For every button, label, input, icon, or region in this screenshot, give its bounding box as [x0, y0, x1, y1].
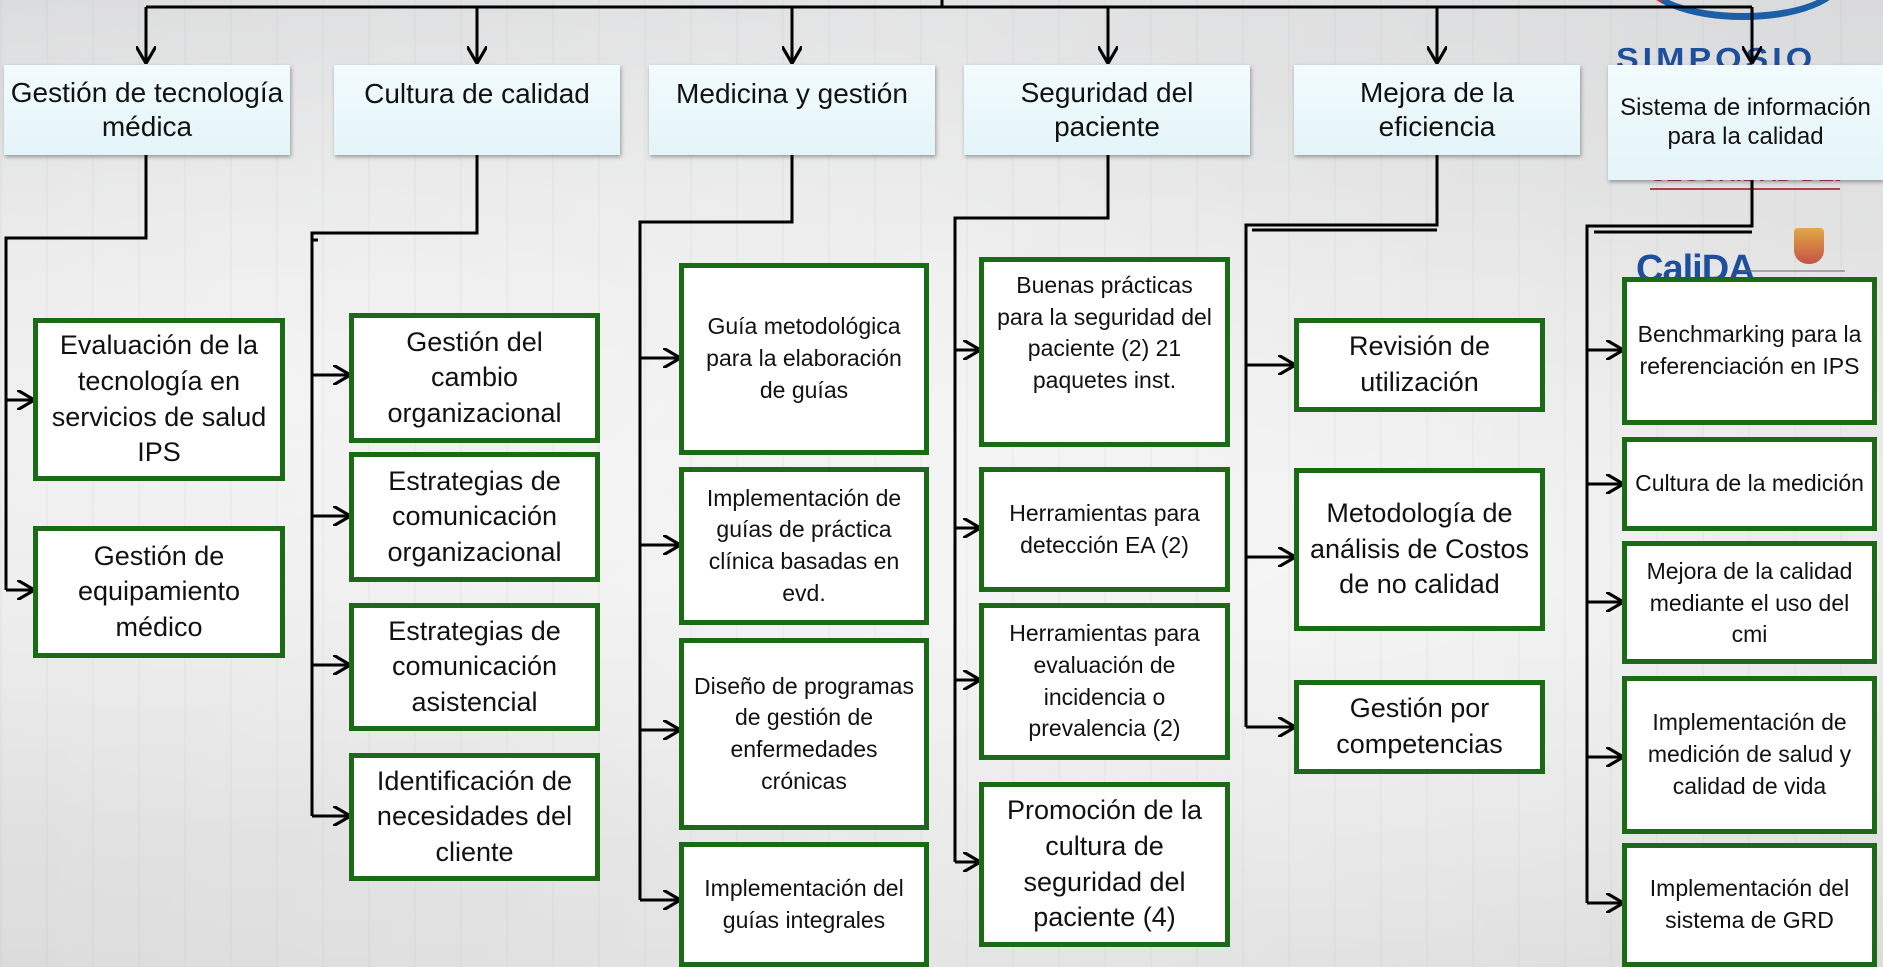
box-herramientas-evaluacion: Herramientas para evaluación de incidenc…: [979, 603, 1230, 760]
spine-col1: [4, 155, 148, 590]
spine-col4: [953, 155, 1110, 862]
box-gestion-cambio: Gestión del cambio organizacional: [349, 313, 600, 443]
box-buenas-practicas: Buenas prácticas para la seguridad del p…: [979, 257, 1230, 447]
box-metodologia-costos: Metodología de análisis de Costos de no …: [1294, 468, 1545, 631]
header-gestion-tecnologia: Gestión de tecnología médica: [4, 65, 290, 155]
spine-col5: [1244, 155, 1439, 727]
box-promocion-cultura: Promoción de la cultura de seguridad del…: [979, 782, 1230, 947]
spine-col2: [310, 155, 479, 816]
shield-logo-icon: [1794, 228, 1824, 264]
box-benchmarking: Benchmarking para la referenciación en I…: [1622, 277, 1877, 425]
box-guia-metodologica: Guía metodológica para la elaboración de…: [679, 263, 929, 455]
box-estrategias-comunicacion-asistencial: Estrategias de comunicación asistencial: [349, 603, 600, 731]
box-diseno-programas: Diseño de programas de gestión de enferm…: [679, 638, 929, 830]
spine-col6: [1585, 180, 1754, 903]
box-herramientas-deteccion: Herramientas para detección EA (2): [979, 467, 1230, 592]
box-mejora-calidad-cmi: Mejora de la calidad mediante el uso del…: [1622, 541, 1877, 664]
box-gestion-equipamiento: Gestión de equipamiento médico: [33, 526, 285, 658]
header-mejora-eficiencia: Mejora de la eficiencia: [1294, 65, 1580, 155]
box-estrategias-comunicacion-organizacional: Estrategias de comunicación organizacion…: [349, 452, 600, 582]
box-medicion-salud: Implementación de medición de salud y ca…: [1622, 676, 1877, 834]
box-revision-utilizacion: Revisión de utilización: [1294, 318, 1545, 412]
box-implementacion-guias-practica: Implementación de guías de práctica clín…: [679, 467, 929, 625]
box-identificacion-necesidades: Identificación de necesidades del client…: [349, 753, 600, 881]
header-seguridad-paciente: Seguridad del paciente: [964, 65, 1250, 155]
box-cultura-medicion: Cultura de la medición: [1622, 437, 1877, 531]
spine-col3: [638, 155, 794, 900]
header-medicina-gestion: Medicina y gestión: [649, 65, 935, 155]
box-sistema-grd: Implementación del sistema de GRD: [1622, 843, 1877, 967]
box-implementacion-guias-integrales: Implementación del guías integrales: [679, 842, 929, 967]
box-gestion-competencias: Gestión por competencias: [1294, 680, 1545, 774]
header-sistema-informacion: Sistema de información para la calidad: [1608, 65, 1883, 180]
header-cultura-calidad: Cultura de calidad: [334, 65, 620, 155]
box-evaluacion-tecnologia: Evaluación de la tecnología en servicios…: [33, 318, 285, 481]
